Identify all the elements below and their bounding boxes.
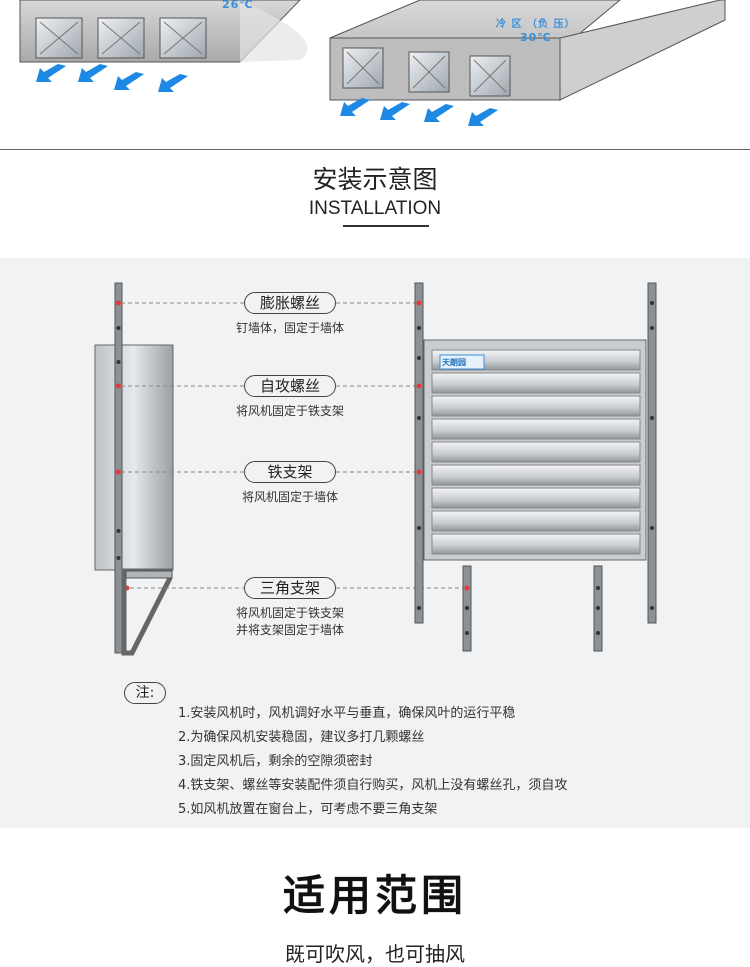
caption-iron-bracket: 将风机固定于墙体 [241, 490, 338, 504]
caption-triangle-bracket-1: 将风机固定于铁支架 [235, 606, 344, 620]
left-temp-label: 26℃ [222, 0, 254, 11]
caption-expansion-screw: 钉墙体，固定于墙体 [235, 321, 344, 335]
callout-expansion-screw: 膨胀螺丝 [244, 292, 336, 314]
note-item: 4.铁支架、螺丝等安装配件须自行购买，风机上没有螺丝孔，须自攻 [178, 778, 568, 793]
right-temp-label: 30℃ [520, 31, 552, 44]
top-airflow-diagram: 26℃ 冷 区 （负 压） 30℃ [0, 0, 750, 150]
note-item: 3.固定风机后，剩余的空隙须密封 [178, 754, 373, 769]
caption-triangle-bracket-2: 并将支架固定于墙体 [235, 623, 344, 637]
scope-subtitle: 既可吹风，也可抽风 [285, 942, 465, 966]
callout-self-tapping-screw: 自攻螺丝 [244, 375, 336, 397]
caption-self-tapping-screw: 将风机固定于铁支架 [235, 404, 344, 418]
section-divider [0, 149, 750, 150]
notes-tag: 注: [124, 682, 166, 704]
cold-zone-label: 冷 区 （负 压） [496, 19, 576, 30]
note-item: 5.如风机放置在窗台上，可考虑不要三角支架 [178, 802, 438, 817]
fan-brand-logo: 天朗园 [442, 358, 466, 367]
notes-list: 1.安装风机时，风机调好水平与垂直，确保风叶的运行平稳 2.为确保风机安装稳固，… [178, 702, 567, 822]
callout-triangle-bracket: 三角支架 [244, 577, 336, 599]
note-item: 1.安装风机时，风机调好水平与垂直，确保风叶的运行平稳 [178, 706, 516, 721]
installation-diagram [94, 282, 657, 656]
title-underline [343, 225, 429, 227]
installation-title-cn: 安装示意图 [312, 165, 438, 194]
note-item: 2.为确保风机安装稳固，建议多打几颗螺丝 [178, 730, 425, 745]
callout-iron-bracket: 铁支架 [244, 461, 336, 483]
scope-title: 适用范围 [282, 871, 467, 920]
installation-title-en: INSTALLATION [308, 198, 442, 219]
airflow-illustration [19, 0, 726, 126]
